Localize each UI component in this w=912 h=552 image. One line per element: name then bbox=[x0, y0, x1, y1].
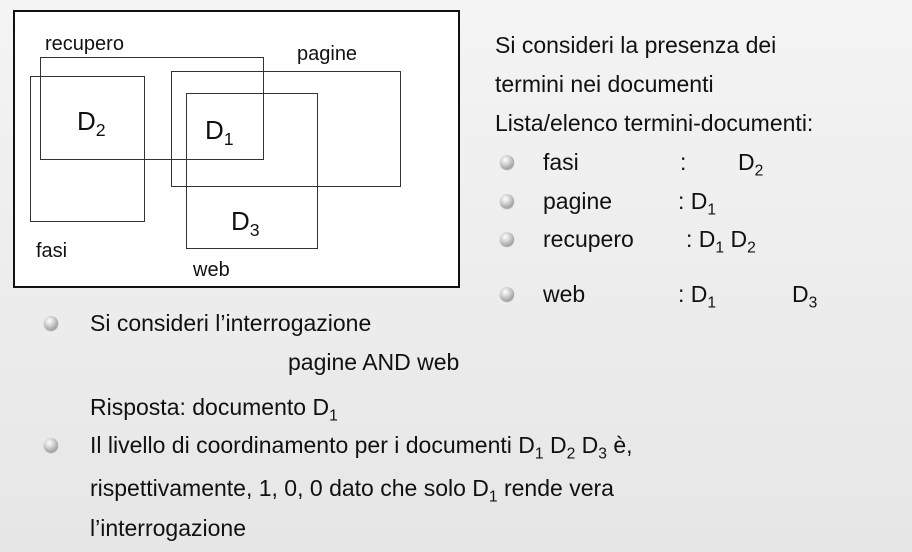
diagram-frame bbox=[13, 10, 460, 288]
set-fasi-rect bbox=[30, 76, 145, 222]
term-web-doc-d3: D3 bbox=[792, 281, 818, 312]
term-web: web bbox=[543, 281, 586, 307]
term-recupero: recupero bbox=[543, 226, 634, 252]
set-pagine-rect bbox=[171, 71, 401, 187]
set-recupero-rect bbox=[40, 57, 264, 160]
intro-line-3: Lista/elenco termini-documenti: bbox=[495, 110, 814, 136]
set-web-rect bbox=[186, 93, 318, 249]
term-fasi-colon: : bbox=[680, 149, 687, 175]
intro-line-1: Si consideri la presenza dei bbox=[495, 32, 777, 58]
bullet-icon bbox=[44, 316, 58, 330]
coordination-line-1: Il livello di coordinamento per i docume… bbox=[90, 432, 633, 463]
bullet-icon bbox=[500, 287, 514, 301]
query-text: pagine AND web bbox=[288, 349, 460, 375]
term-pagine: pagine bbox=[543, 188, 613, 214]
doc-d2: D2 bbox=[77, 106, 106, 141]
term-fasi-doc: D2 bbox=[738, 149, 764, 180]
bullet-icon bbox=[500, 232, 514, 246]
label-recupero: recupero bbox=[45, 33, 124, 55]
bullet-icon bbox=[44, 438, 58, 452]
bullet-icon bbox=[500, 155, 514, 169]
label-fasi: fasi bbox=[36, 240, 68, 262]
term-fasi: fasi bbox=[543, 149, 579, 175]
bullet-icon bbox=[500, 194, 514, 208]
answer-line: Risposta: documento D1 bbox=[90, 394, 338, 425]
label-pagine: pagine bbox=[297, 43, 358, 65]
term-web-docs: : D1 bbox=[678, 281, 717, 312]
label-web: web bbox=[193, 259, 230, 281]
coordination-line-3: l’interrogazione bbox=[90, 515, 246, 541]
doc-d3: D3 bbox=[231, 206, 260, 241]
doc-d1: D1 bbox=[205, 115, 234, 150]
term-pagine-docs: : D1 bbox=[678, 188, 717, 219]
intro-line-2: termini nei documenti bbox=[495, 71, 714, 97]
term-recupero-docs: : D1 D2 bbox=[686, 226, 756, 257]
query-intro: Si consideri l’interrogazione bbox=[90, 310, 372, 336]
coordination-line-2: rispettivamente, 1, 0, 0 dato che solo D… bbox=[90, 475, 614, 506]
